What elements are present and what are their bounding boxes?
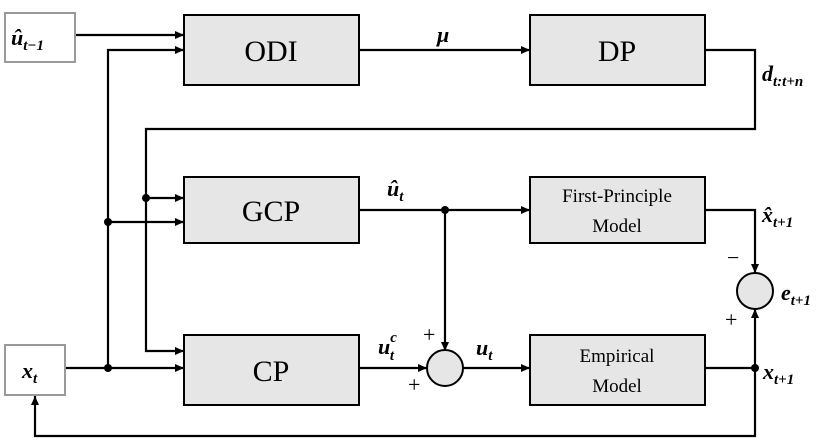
signal-x-hat-next: x̂t+1 — [761, 202, 793, 231]
signal-x-t-main: x — [21, 358, 33, 383]
signal-d-sub: t:t+n — [773, 74, 803, 90]
signal-e-next-main: e — [781, 280, 791, 305]
signal-u-c-t-main: u — [378, 334, 390, 359]
block-empirical-model — [529, 334, 706, 406]
junction-dot — [104, 218, 112, 226]
signal-u-hat-prev: ût−1 — [11, 25, 44, 54]
block-gcp-label: GCP — [242, 195, 300, 228]
signal-u-hat-t-main: û — [387, 176, 399, 201]
signal-u-hat-t: ût — [387, 176, 404, 205]
wires — [31, 31, 759, 438]
block-dp — [529, 14, 706, 86]
block-empirical-label-1: Empirical — [580, 346, 655, 367]
junction-dots — [104, 194, 759, 372]
block-empirical-label-2: Model — [592, 376, 642, 397]
signal-mu: μ — [436, 22, 449, 47]
signal-x-next-main: x — [762, 359, 774, 384]
summing-junction-u — [426, 349, 464, 387]
signal-x-next-sub: t+1 — [774, 372, 794, 388]
block-cp — [183, 334, 360, 406]
block-first-principle-label-2: Model — [592, 216, 642, 237]
signal-d-main: d — [762, 61, 774, 86]
junction-dot — [142, 194, 150, 202]
block-gcp — [183, 176, 360, 244]
junction-dot — [441, 206, 449, 214]
signal-u-hat-t-sub: t — [399, 189, 404, 205]
signal-x-t-sub: t — [33, 371, 38, 387]
signal-u-t-sub: t — [488, 348, 493, 364]
signal-u-hat-prev-sub: t−1 — [23, 38, 44, 54]
input-box-u-hat-prev — [4, 12, 76, 63]
signal-d-horizon: dt:t+n — [762, 61, 803, 90]
summing-junction-e — [736, 272, 774, 310]
signal-u-c-t-sup: c — [390, 330, 397, 346]
signal-u-t-main: u — [476, 335, 488, 360]
wire-dp-feedback — [144, 48, 757, 355]
signal-x-next: xt+1 — [762, 359, 794, 388]
wire-fpm-errsum — [705, 208, 759, 273]
signal-e-next: et+1 — [781, 280, 811, 309]
sign-sum-e-top: − — [727, 245, 739, 270]
block-odi — [183, 14, 360, 86]
sign-sum-u-left: + — [408, 372, 420, 397]
signal-x-hat-next-sub: t+1 — [773, 215, 793, 231]
block-first-principle-label-1: First-Principle — [562, 186, 672, 207]
signal-u-hat-prev-main: û — [11, 25, 23, 50]
signal-e-next-sub: t+1 — [791, 293, 811, 309]
signal-x-t: xt — [21, 358, 38, 387]
signal-u-c-t-sub: t — [390, 348, 395, 364]
block-first-principle-model — [529, 176, 706, 244]
wire-xt-vertical — [106, 46, 184, 368]
block-cp-label: CP — [253, 355, 290, 388]
block-odi-label: ODI — [244, 35, 297, 68]
junction-dot — [104, 364, 112, 372]
sign-sum-u-top: + — [423, 322, 435, 347]
signal-u-t: ut — [476, 335, 493, 364]
signal-x-hat-next-main: x̂ — [761, 202, 773, 227]
block-dp-label: DP — [598, 35, 636, 68]
signal-mu-main: μ — [436, 22, 449, 47]
wire-xnext-feedback — [31, 368, 757, 438]
input-box-x-t — [4, 344, 66, 396]
junction-dot — [751, 364, 759, 372]
sign-sum-e-bottom: + — [725, 307, 737, 332]
